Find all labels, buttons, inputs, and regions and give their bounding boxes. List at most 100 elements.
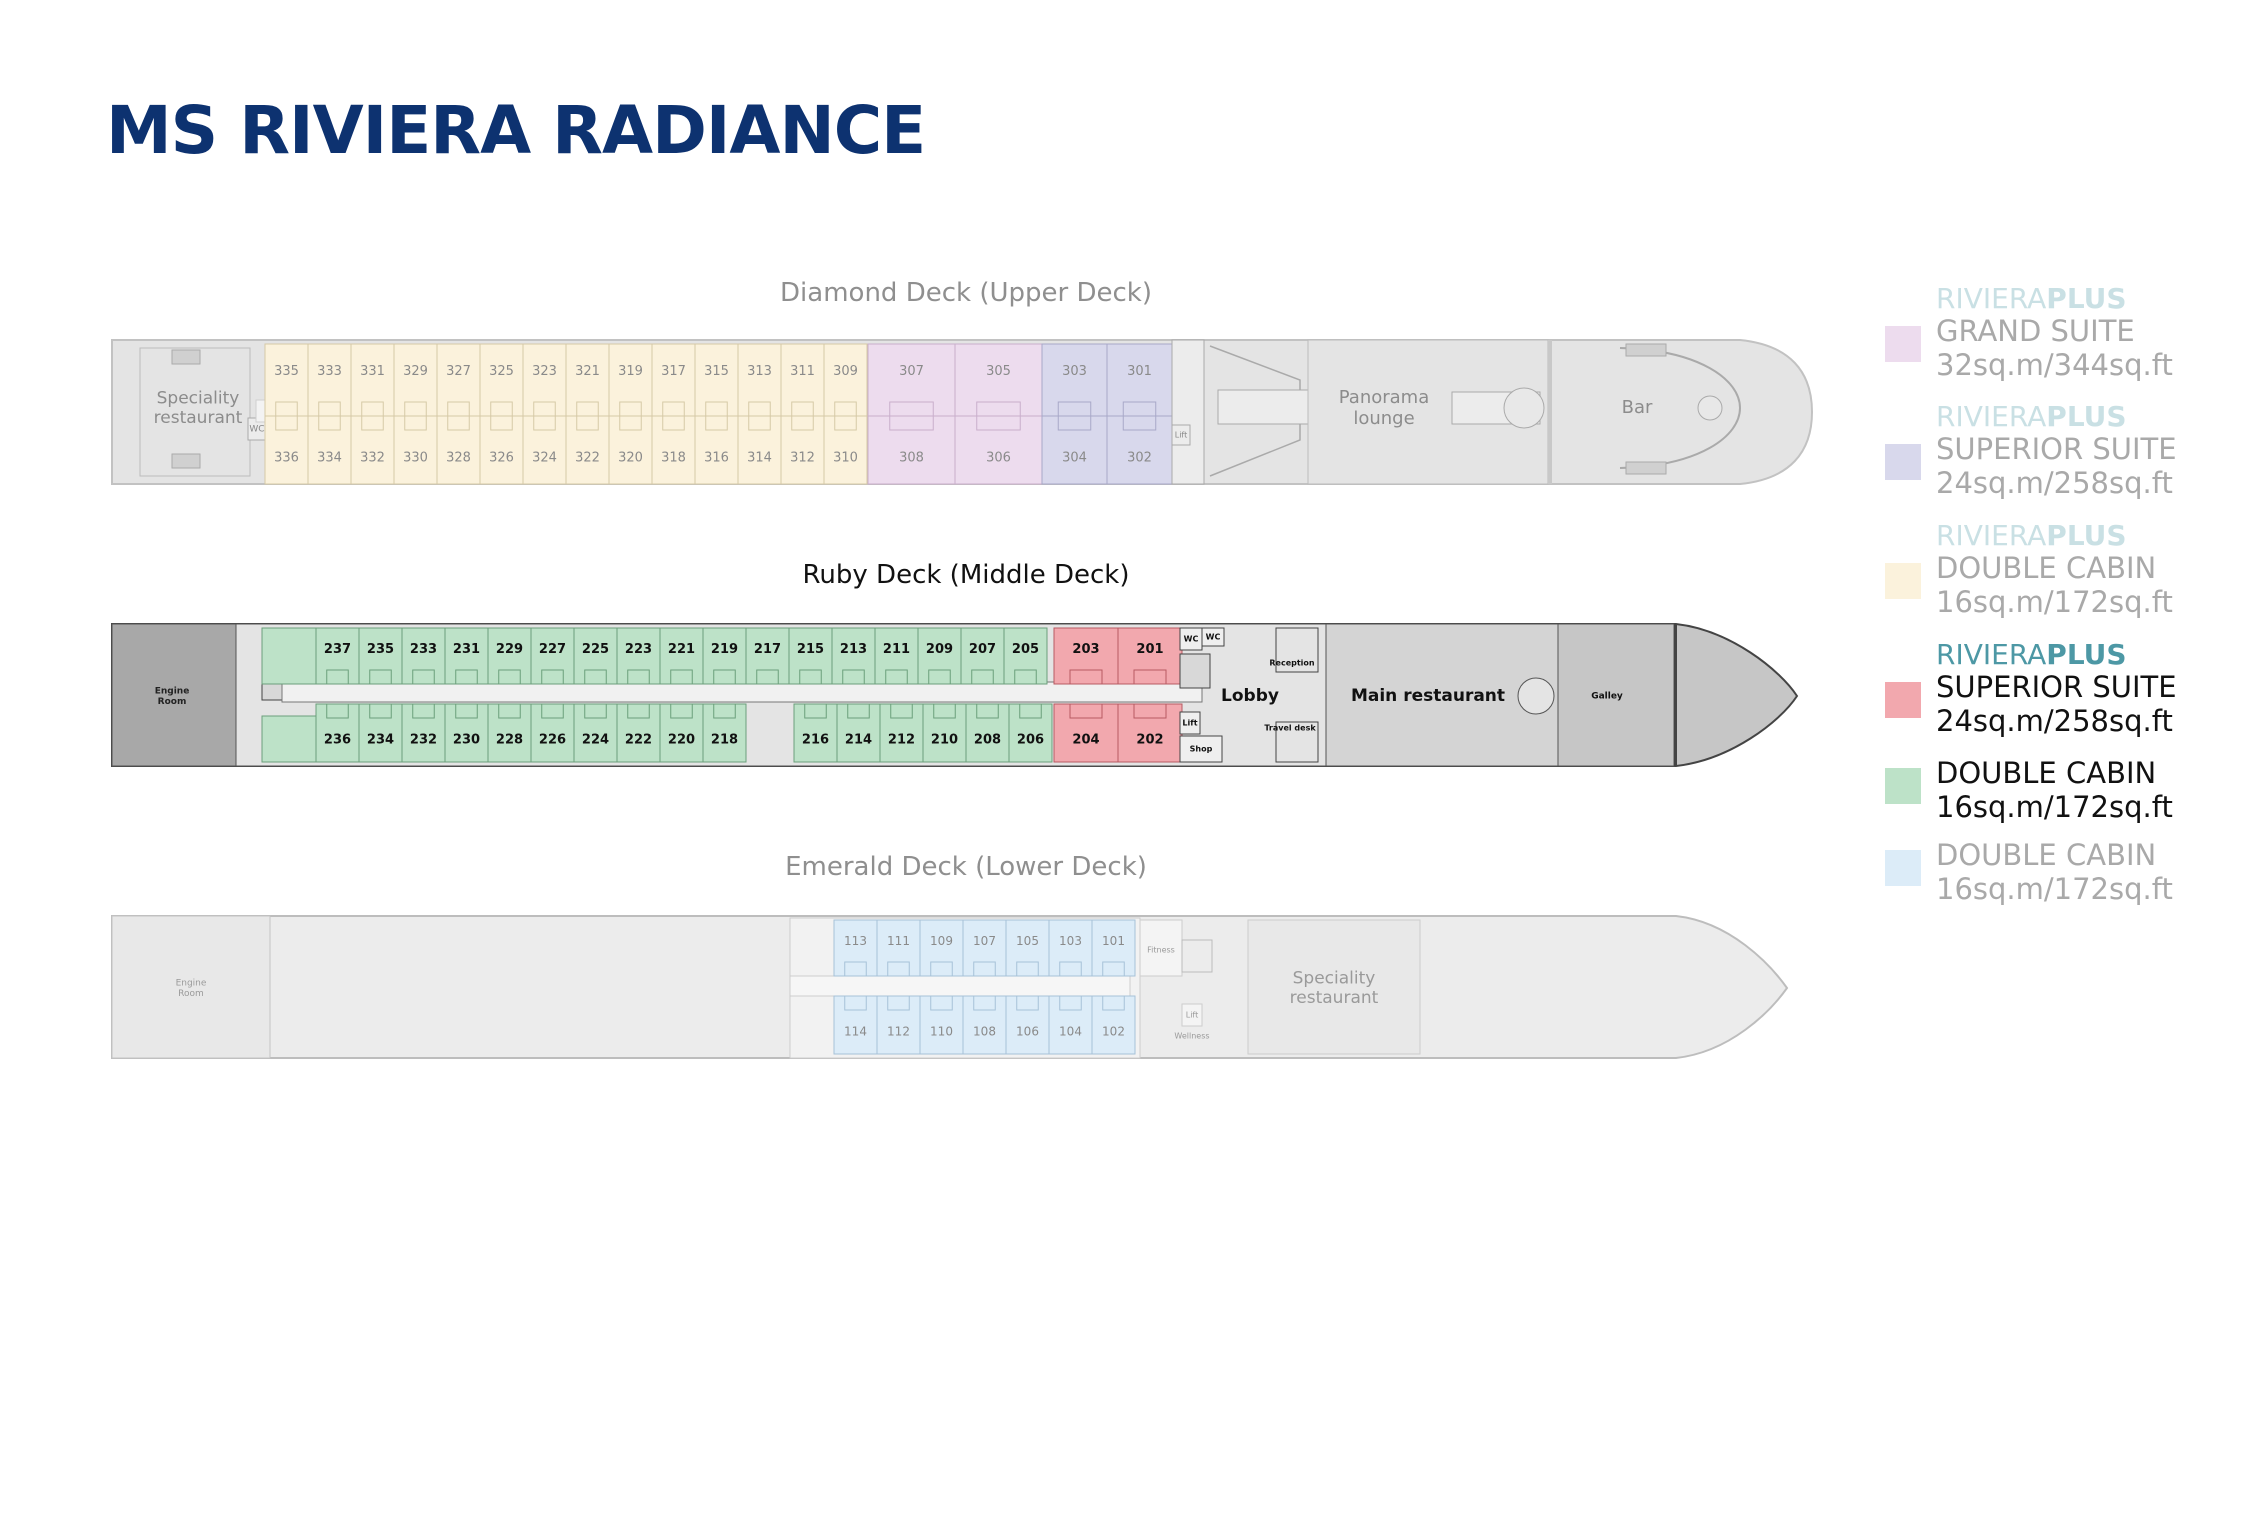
cabin-number-219: 219 xyxy=(711,642,738,657)
stair-icon xyxy=(171,453,201,469)
cabin-number-214: 214 xyxy=(845,732,872,747)
cabin-number-102: 102 xyxy=(1102,1024,1125,1038)
cabin-number-103: 103 xyxy=(1059,934,1082,948)
emerald-corridor xyxy=(789,975,1131,997)
legend-brand-plus: PLUS xyxy=(2046,519,2127,552)
cabin-number-324: 324 xyxy=(532,451,557,466)
legend-cabin-type: DOUBLE CABIN xyxy=(1936,838,2157,872)
cabin-bath-324 xyxy=(533,415,556,431)
cabin-bath-101 xyxy=(1102,961,1125,977)
cabin-bath-321 xyxy=(576,401,599,417)
cabin-bath-232 xyxy=(412,703,435,719)
cabin-bath-329 xyxy=(404,401,427,417)
cabin-bath-105 xyxy=(1016,961,1039,977)
cabin-bath-234 xyxy=(369,703,392,719)
cabin-number-230: 230 xyxy=(453,732,480,747)
cabin-number-325: 325 xyxy=(489,364,514,379)
cabin-number-208: 208 xyxy=(974,732,1001,747)
legend-swatch xyxy=(1885,326,1921,362)
cabin-number-202: 202 xyxy=(1136,732,1163,747)
cabin-number-213: 213 xyxy=(840,642,867,657)
main-restaurant-room xyxy=(1325,623,1559,767)
ruby-wall xyxy=(1674,624,1677,766)
legend-cabin-size: 16sq.m/172sq.ft xyxy=(1936,585,2173,619)
cabin-number-307: 307 xyxy=(899,364,924,379)
cabin-number-236: 236 xyxy=(324,732,351,747)
cabin-bath-104 xyxy=(1059,995,1082,1011)
emerald-speciality-room xyxy=(1247,919,1421,1055)
bar-stool-icon xyxy=(1697,395,1723,421)
cabin-number-109: 109 xyxy=(930,934,953,948)
spiral-stair-icon xyxy=(1517,677,1555,715)
cabin-bath-315 xyxy=(705,401,728,417)
fitness-room xyxy=(1139,919,1183,977)
cabin-number-334: 334 xyxy=(317,451,342,466)
cabin-number-211: 211 xyxy=(883,642,910,657)
cabin-number-111: 111 xyxy=(887,934,910,948)
cabin-number-336: 336 xyxy=(274,451,299,466)
cabin-bath-330 xyxy=(404,415,427,431)
cabin-bath-103 xyxy=(1059,961,1082,977)
cabin-number-228: 228 xyxy=(496,732,523,747)
cabin-bath-111 xyxy=(887,961,910,977)
travel-desk xyxy=(1275,721,1319,763)
cabin-number-110: 110 xyxy=(930,1024,953,1038)
cabin-number-310: 310 xyxy=(833,451,858,466)
cabin-number-328: 328 xyxy=(446,451,471,466)
cabin-bath-214 xyxy=(847,703,870,719)
cabin-bath-336 xyxy=(275,415,298,431)
grand-suite-bath-305 xyxy=(976,401,1021,417)
cabin-number-306: 306 xyxy=(986,451,1011,466)
cabin-number-222: 222 xyxy=(625,732,652,747)
cabin-number-105: 105 xyxy=(1016,934,1039,948)
page-title: MS RIVIERA RADIANCE xyxy=(106,92,926,169)
cabin-bath-222 xyxy=(627,703,650,719)
cabin-number-322: 322 xyxy=(575,451,600,466)
cabin-number-313: 313 xyxy=(747,364,772,379)
cabin-number-212: 212 xyxy=(888,732,915,747)
cabin-number-206: 206 xyxy=(1017,732,1044,747)
legend-brand-riviera: RIVIERA xyxy=(1936,638,2047,671)
cabin-bath-311 xyxy=(791,401,814,417)
cabin-bath-210 xyxy=(933,703,956,719)
cabin-number-204: 204 xyxy=(1072,732,1099,747)
cabin-bath-328 xyxy=(447,415,470,431)
cabin-number-304: 304 xyxy=(1062,451,1087,466)
cabin-bath-221 xyxy=(670,669,693,685)
galley-room xyxy=(1557,623,1675,767)
cabin-number-227: 227 xyxy=(539,642,566,657)
lift-label: Lift xyxy=(1175,431,1188,440)
legend-swatch xyxy=(1885,444,1921,480)
legend-swatch xyxy=(1885,563,1921,599)
cabin-bath-314 xyxy=(748,415,771,431)
cabin-number-114: 114 xyxy=(844,1024,867,1038)
wellness-label: Wellness xyxy=(1174,1032,1209,1041)
cabin-bath-108 xyxy=(973,995,996,1011)
cabin-312 xyxy=(780,415,825,485)
cabin-number-221: 221 xyxy=(668,642,695,657)
cabin-number-210: 210 xyxy=(931,732,958,747)
cabin-number-101: 101 xyxy=(1102,934,1125,948)
cabin-bath-114 xyxy=(844,995,867,1011)
superior-suite-bath-202 xyxy=(1133,703,1167,719)
superior-suite-plus-bath-304 xyxy=(1057,415,1092,431)
cabin-330 xyxy=(393,415,438,485)
cabin-bath-223 xyxy=(627,669,650,685)
cabin-number-231: 231 xyxy=(453,642,480,657)
ruby-lift-label: Lift xyxy=(1182,719,1197,728)
cabin-bath-334 xyxy=(318,415,341,431)
superior-suite-bath-203 xyxy=(1069,669,1103,685)
cabin-bath-236 xyxy=(326,703,349,719)
cabin-number-215: 215 xyxy=(797,642,824,657)
legend-cabin-size: 16sq.m/172sq.ft xyxy=(1936,790,2173,824)
spiral-stair-icon xyxy=(1503,387,1545,429)
cabin-bath-106 xyxy=(1016,995,1039,1011)
cabin-bath-233 xyxy=(412,669,435,685)
cabin-number-320: 320 xyxy=(618,451,643,466)
legend-cabin-type: DOUBLE CABIN xyxy=(1936,756,2157,790)
cabin-number-207: 207 xyxy=(969,642,996,657)
emerald-deck-title: Emerald Deck (Lower Deck) xyxy=(785,852,1147,882)
cabin-number-233: 233 xyxy=(410,642,437,657)
legend-swatch xyxy=(1885,850,1921,886)
legend-brand-label: RIVIERAPLUS xyxy=(1936,400,2127,433)
